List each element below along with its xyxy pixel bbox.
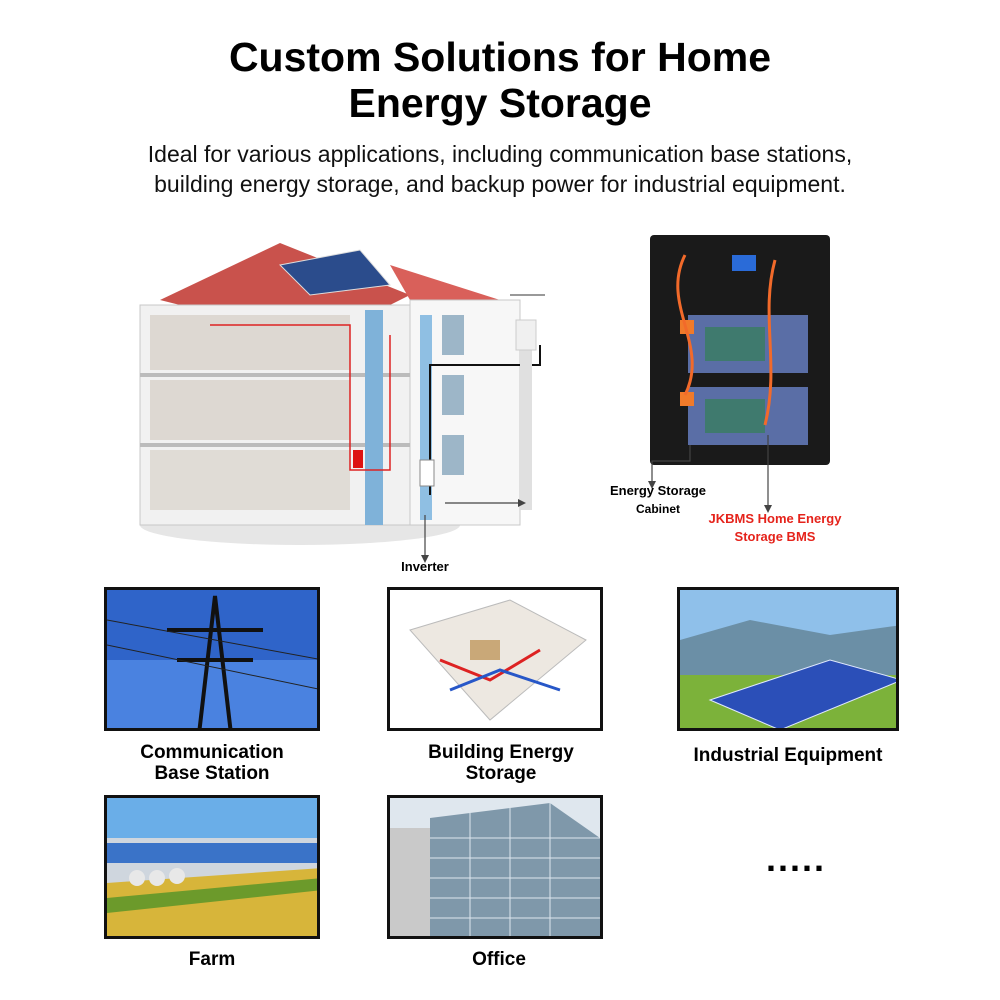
hero-illustration — [120, 225, 880, 585]
building-floorplan-image — [390, 590, 600, 728]
building-caption-2: Storage — [465, 763, 537, 784]
title-line-1: Custom Solutions for Home — [228, 34, 772, 80]
industrial-tile — [677, 587, 899, 731]
farm-tile — [104, 795, 320, 939]
building-tile — [387, 587, 603, 731]
farm-image — [107, 798, 317, 936]
cabinet-text-2: Cabinet — [635, 502, 680, 516]
farm-caption-1: Farm — [188, 949, 236, 970]
bms-text-2: Storage BMS — [734, 529, 816, 544]
communication-caption-1: Communication — [140, 742, 284, 763]
farm-caption: Farm — [82, 949, 342, 970]
communication-tile — [104, 587, 320, 731]
industrial-caption: Industrial Equipment — [658, 745, 918, 766]
office-caption: Office — [369, 949, 629, 970]
bms-label: JKBMS Home Energy Storage BMS — [690, 510, 860, 546]
communication-caption: Communication Base Station — [82, 742, 342, 784]
office-building-image — [390, 798, 600, 936]
industrial-caption-1: Industrial Equipment — [693, 745, 883, 766]
building-caption-1: Building Energy — [428, 742, 574, 763]
page-title: Custom Solutions for Home Energy Storage — [0, 34, 1000, 126]
more-ellipsis: ..... — [766, 838, 827, 879]
title-line-2: Energy Storage — [348, 80, 652, 126]
house-cutaway-image — [139, 235, 830, 563]
office-caption-1: Office — [472, 949, 526, 970]
cabinet-text-1: Energy Storage — [609, 483, 707, 498]
power-tower-image — [107, 590, 317, 728]
page-subtitle: Ideal for various applications, includin… — [0, 139, 1000, 199]
subtitle-line-1: Ideal for various applications, includin… — [147, 141, 853, 167]
cabinet-label: Energy Storage Cabinet — [593, 482, 723, 518]
office-tile — [387, 795, 603, 939]
bms-text-1: JKBMS Home Energy — [708, 511, 842, 526]
subtitle-line-2: building energy storage, and backup powe… — [154, 171, 846, 197]
inverter-label: Inverter — [385, 558, 465, 576]
building-caption: Building Energy Storage — [371, 742, 631, 784]
inverter-text: Inverter — [401, 559, 449, 574]
solar-panels-image — [680, 590, 896, 728]
communication-caption-2: Base Station — [154, 763, 270, 784]
